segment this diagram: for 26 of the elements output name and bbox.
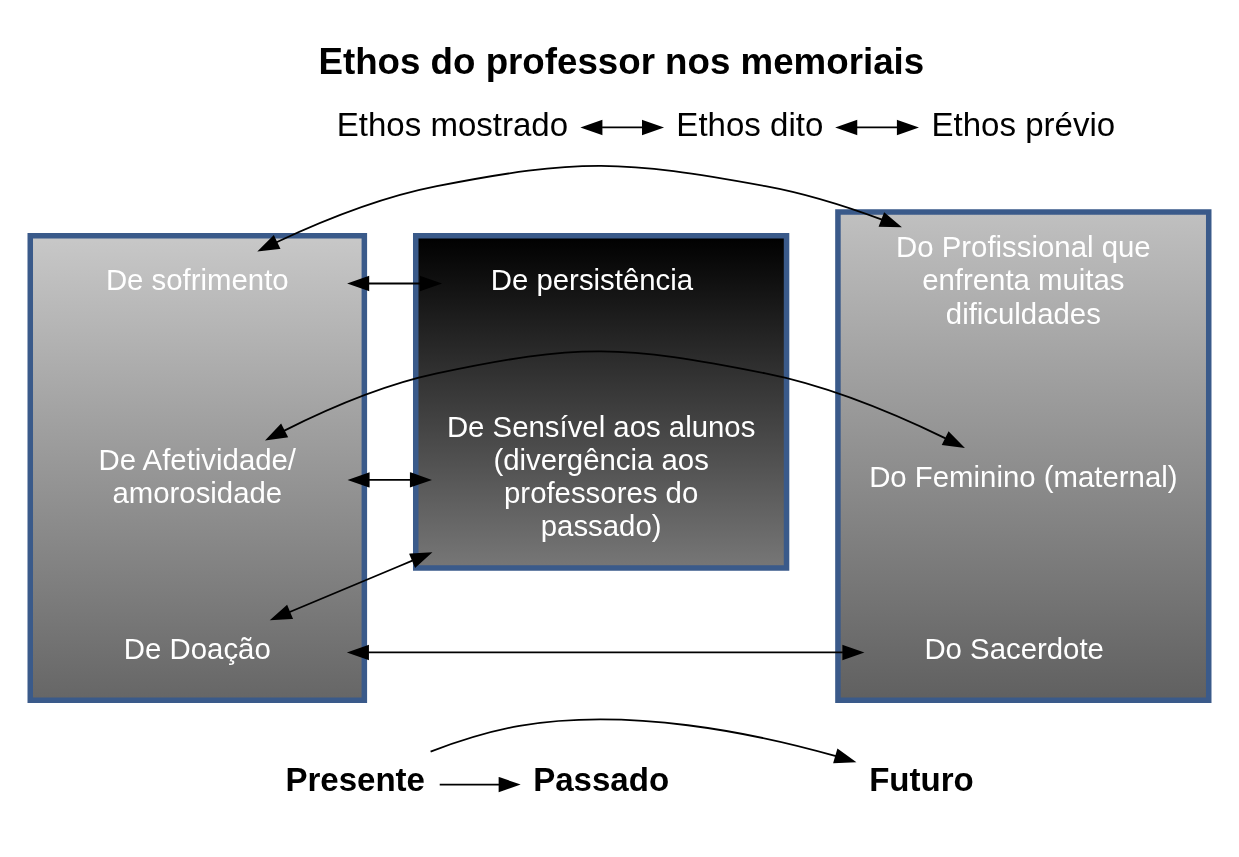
arrow [265, 350, 965, 448]
node-text: De Afetividade/ amorosidade [98, 443, 297, 510]
arrow [429, 718, 857, 764]
node-text: Do Profissional que enfrenta muitas dificuldades [896, 230, 1151, 330]
node-text: Ethos prévio [931, 105, 1116, 143]
node-text: De Doação [123, 632, 271, 666]
cluster [413, 233, 790, 571]
arrow [347, 275, 443, 292]
diagram-title: Ethos do professor nos memoriais [318, 41, 925, 83]
node-text: Ethos dito [676, 105, 824, 143]
node-text: De Sensível aos alunos (divergência aos professores do passado) [446, 410, 756, 543]
arrow [269, 552, 433, 621]
node-text: Do Sacerdote [924, 632, 1104, 666]
node-text: Ethos mostrado [336, 105, 569, 143]
arrow [438, 776, 521, 793]
arrow [257, 164, 902, 252]
arrow [346, 644, 865, 661]
arrow [835, 119, 919, 136]
node-text: Do Feminino (maternal) [869, 459, 1178, 493]
node-text: Futuro [869, 760, 974, 798]
node-text: Presente [285, 760, 425, 798]
arrow [347, 472, 432, 488]
arrow [580, 119, 665, 136]
node-text: Passado [533, 760, 670, 798]
node-text: De sofrimento [105, 263, 289, 297]
node-text: De persistência [490, 263, 694, 297]
